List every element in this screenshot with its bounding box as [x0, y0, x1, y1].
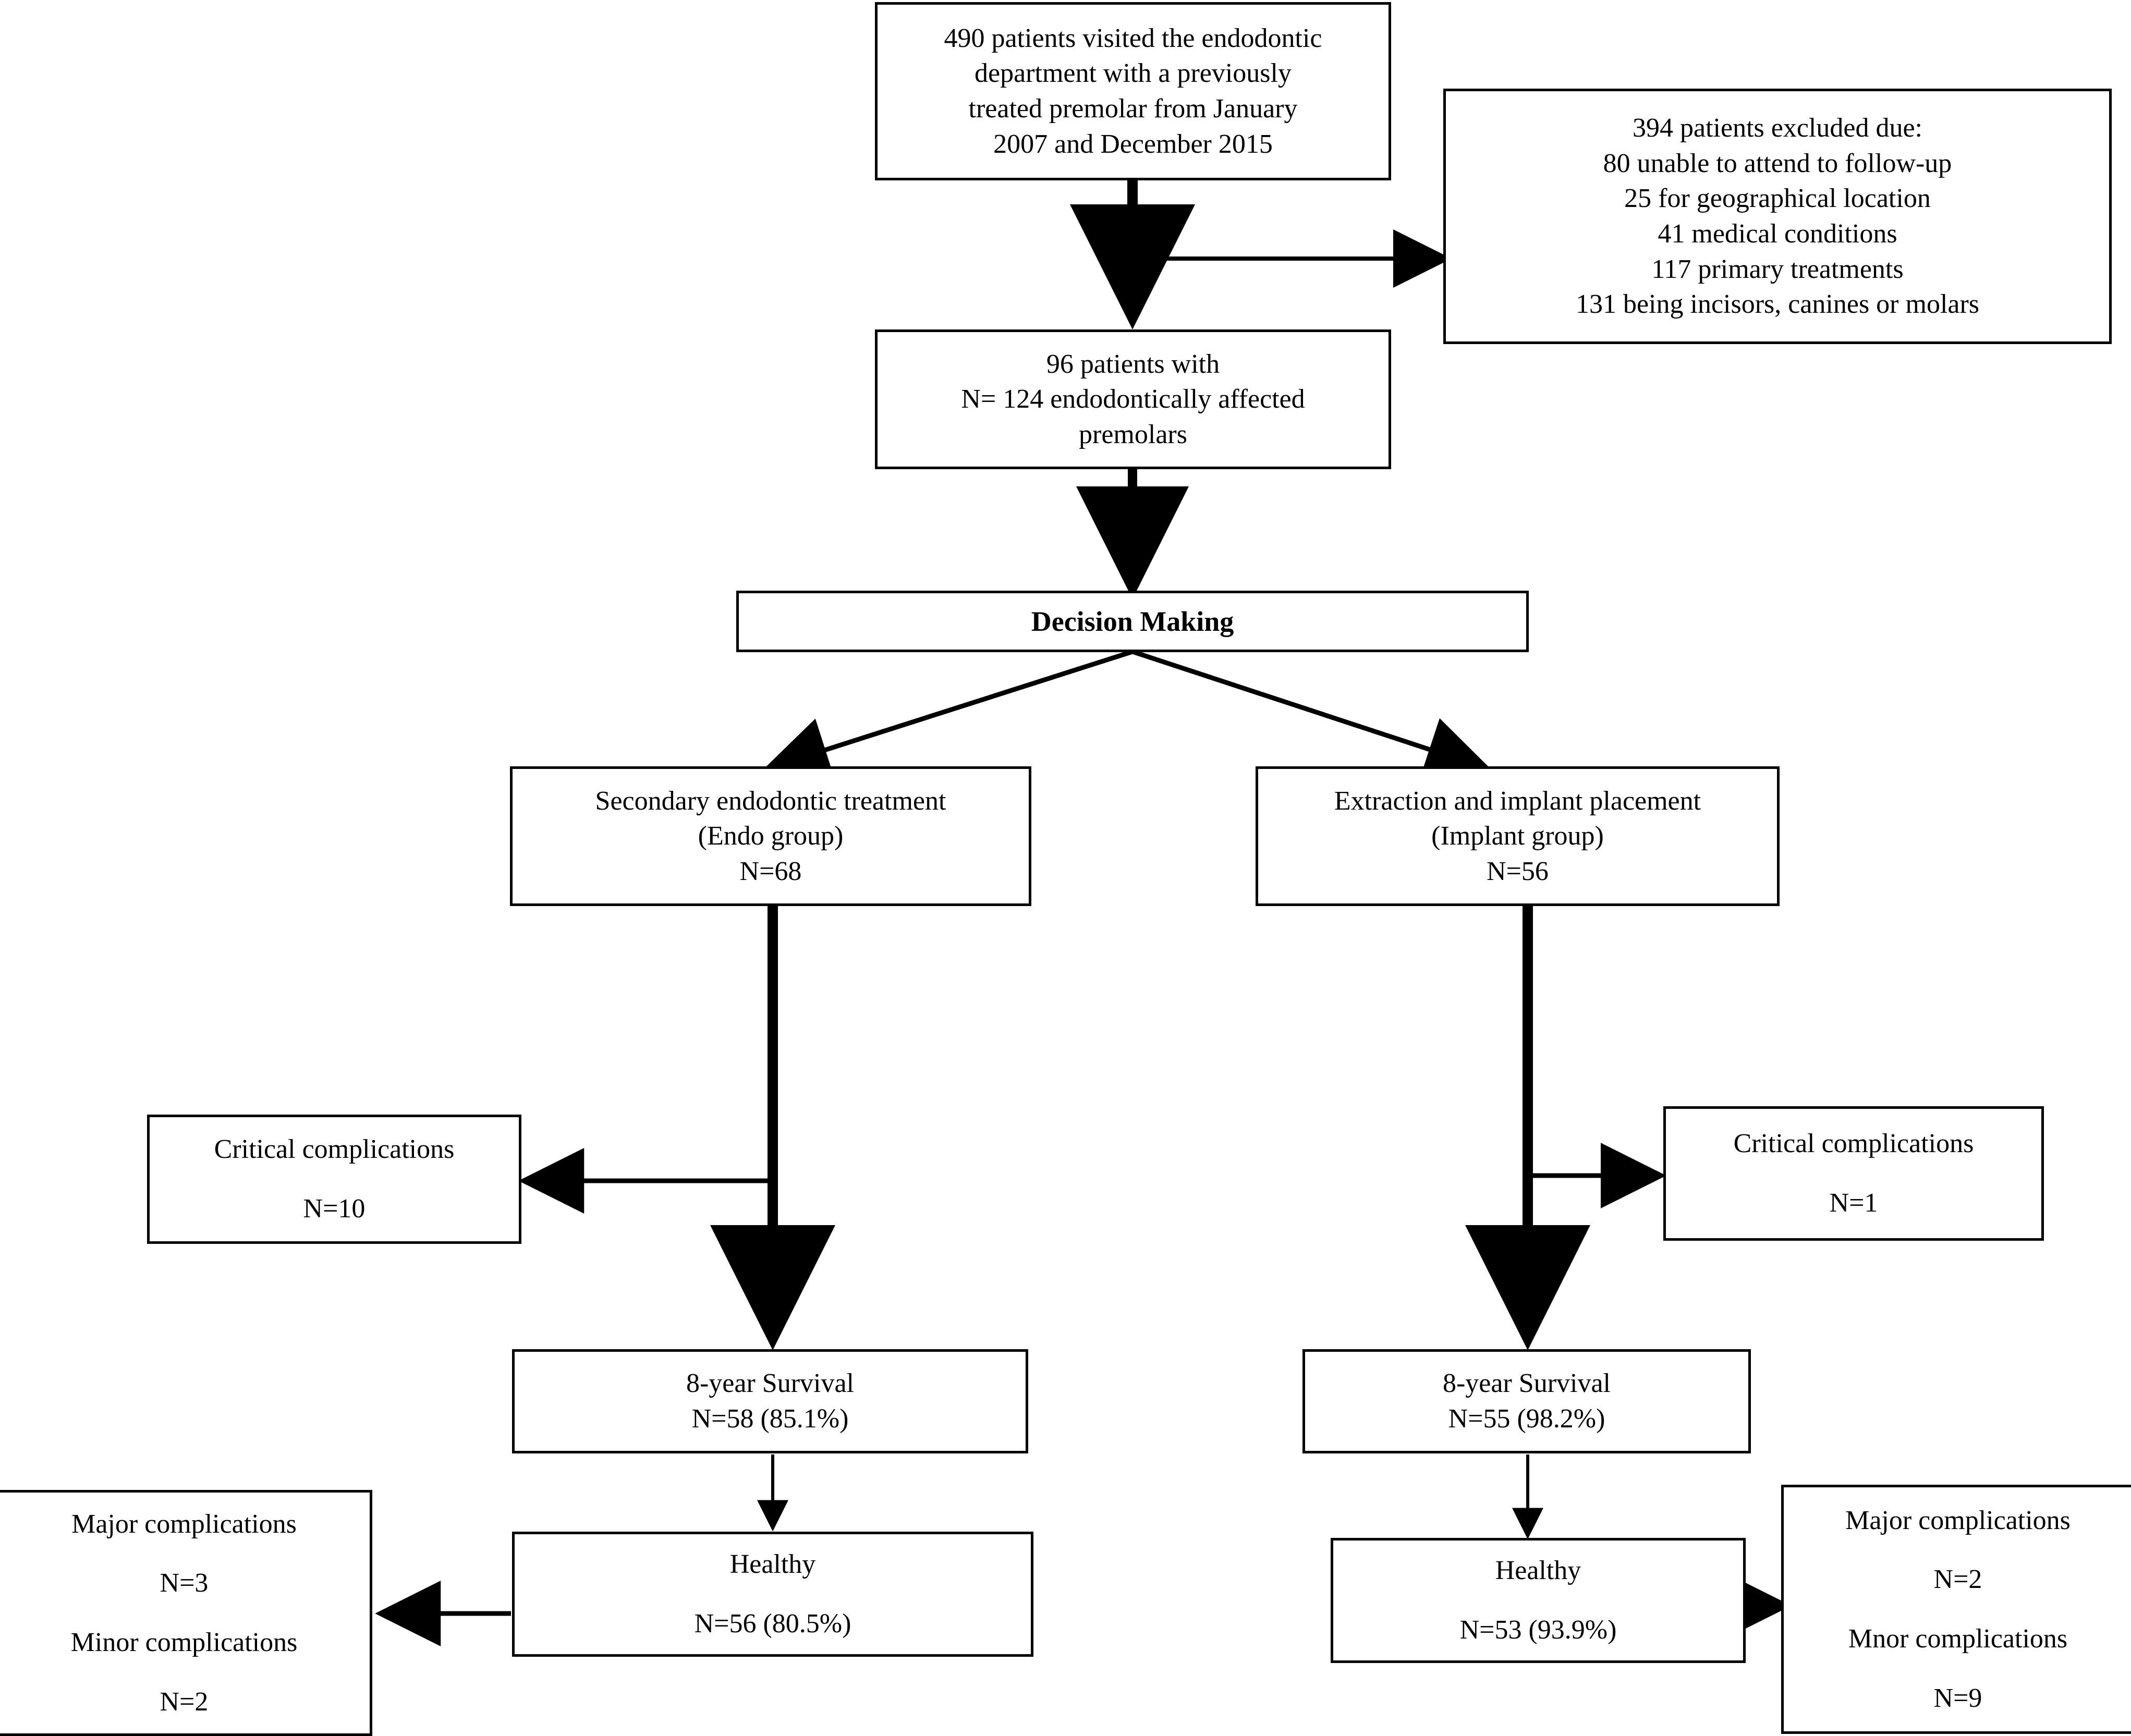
- node-endo-healthy[interactable]: Healthy N=56 (80.5%): [512, 1532, 1033, 1657]
- enrollment-line-2: department with a previously: [975, 58, 1292, 89]
- node-excluded[interactable]: 394 patients excluded due: 80 unable to …: [1443, 89, 2112, 344]
- implant-complications-line-2: N=2: [1933, 1564, 1982, 1595]
- endo-critical-line-2: N=10: [303, 1194, 366, 1224]
- excluded-line-1: 394 patients excluded due:: [1633, 113, 1922, 143]
- excluded-line-5: 117 primary treatments: [1651, 254, 1904, 284]
- endo-complications-line-1: Major complications: [71, 1509, 297, 1539]
- included-line-1: 96 patients with: [1046, 349, 1220, 379]
- endo-critical-line-1: Critical complications: [214, 1134, 455, 1165]
- excluded-line-4: 41 medical conditions: [1658, 219, 1897, 249]
- implant-group-line-1: Extraction and implant placement: [1334, 786, 1701, 816]
- implant-survival-line-2: N=55 (98.2%): [1448, 1404, 1605, 1434]
- node-endo-group[interactable]: Secondary endodontic treatment (Endo gro…: [510, 766, 1031, 906]
- node-implant-complications[interactable]: Major complications N=2 Mnor complicatio…: [1781, 1485, 2131, 1734]
- implant-complications-line-4: N=9: [1933, 1683, 1982, 1713]
- implant-group-line-2: (Implant group): [1431, 821, 1604, 851]
- node-decision[interactable]: Decision Making: [736, 591, 1529, 652]
- node-implant-group[interactable]: Extraction and implant placement (Implan…: [1256, 766, 1780, 906]
- endo-survival-line-1: 8-year Survival: [686, 1368, 854, 1399]
- node-endo-complications[interactable]: Major complications N=3 Minor complicati…: [0, 1490, 372, 1736]
- enrollment-line-3: treated premolar from January: [968, 94, 1298, 124]
- endo-group-line-2: (Endo group): [698, 821, 844, 851]
- decision-label: Decision Making: [1031, 605, 1234, 637]
- implant-complications-line-3: Mnor complications: [1848, 1624, 2068, 1654]
- endo-healthy-line-2: N=56 (80.5%): [694, 1609, 851, 1639]
- endo-group-line-3: N=68: [739, 856, 802, 886]
- node-implant-survival[interactable]: 8-year Survival N=55 (98.2%): [1302, 1349, 1751, 1453]
- node-implant-healthy[interactable]: Healthy N=53 (93.9%): [1331, 1538, 1746, 1663]
- endo-group-line-1: Secondary endodontic treatment: [595, 786, 946, 816]
- edge-decision-to-implant-group: [1131, 649, 1492, 781]
- implant-complications-line-1: Major complications: [1845, 1505, 2071, 1535]
- implant-healthy-line-1: Healthy: [1495, 1556, 1581, 1586]
- node-endo-critical[interactable]: Critical complications N=10: [147, 1115, 521, 1244]
- implant-survival-line-1: 8-year Survival: [1442, 1368, 1611, 1399]
- enrollment-line-4: 2007 and December 2015: [993, 129, 1273, 159]
- implant-critical-line-2: N=1: [1829, 1188, 1878, 1218]
- implant-healthy-line-2: N=53 (93.9%): [1459, 1615, 1617, 1645]
- edge-decision-to-endo-group: [762, 649, 1134, 781]
- implant-group-line-3: N=56: [1487, 856, 1549, 886]
- excluded-line-2: 80 unable to attend to follow-up: [1603, 148, 1952, 178]
- implant-critical-line-1: Critical complications: [1733, 1129, 1974, 1159]
- node-included[interactable]: 96 patients with N= 124 endodontically a…: [875, 329, 1391, 469]
- excluded-line-3: 25 for geographical location: [1624, 184, 1931, 214]
- node-implant-critical[interactable]: Critical complications N=1: [1663, 1106, 2044, 1241]
- node-enrollment[interactable]: 490 patients visited the endodontic depa…: [875, 2, 1391, 180]
- included-line-2: N= 124 endodontically affected: [961, 384, 1305, 414]
- enrollment-line-1: 490 patients visited the endodontic: [944, 23, 1322, 53]
- endo-survival-line-2: N=58 (85.1%): [691, 1404, 849, 1434]
- included-line-3: premolars: [1079, 419, 1187, 449]
- endo-complications-line-3: Minor complications: [70, 1628, 298, 1657]
- endo-complications-line-2: N=3: [160, 1568, 209, 1598]
- endo-healthy-line-1: Healthy: [729, 1549, 816, 1580]
- endo-complications-line-4: N=2: [160, 1686, 209, 1717]
- excluded-line-6: 131 being incisors, canines or molars: [1575, 289, 1980, 320]
- node-endo-survival[interactable]: 8-year Survival N=58 (85.1%): [512, 1349, 1028, 1453]
